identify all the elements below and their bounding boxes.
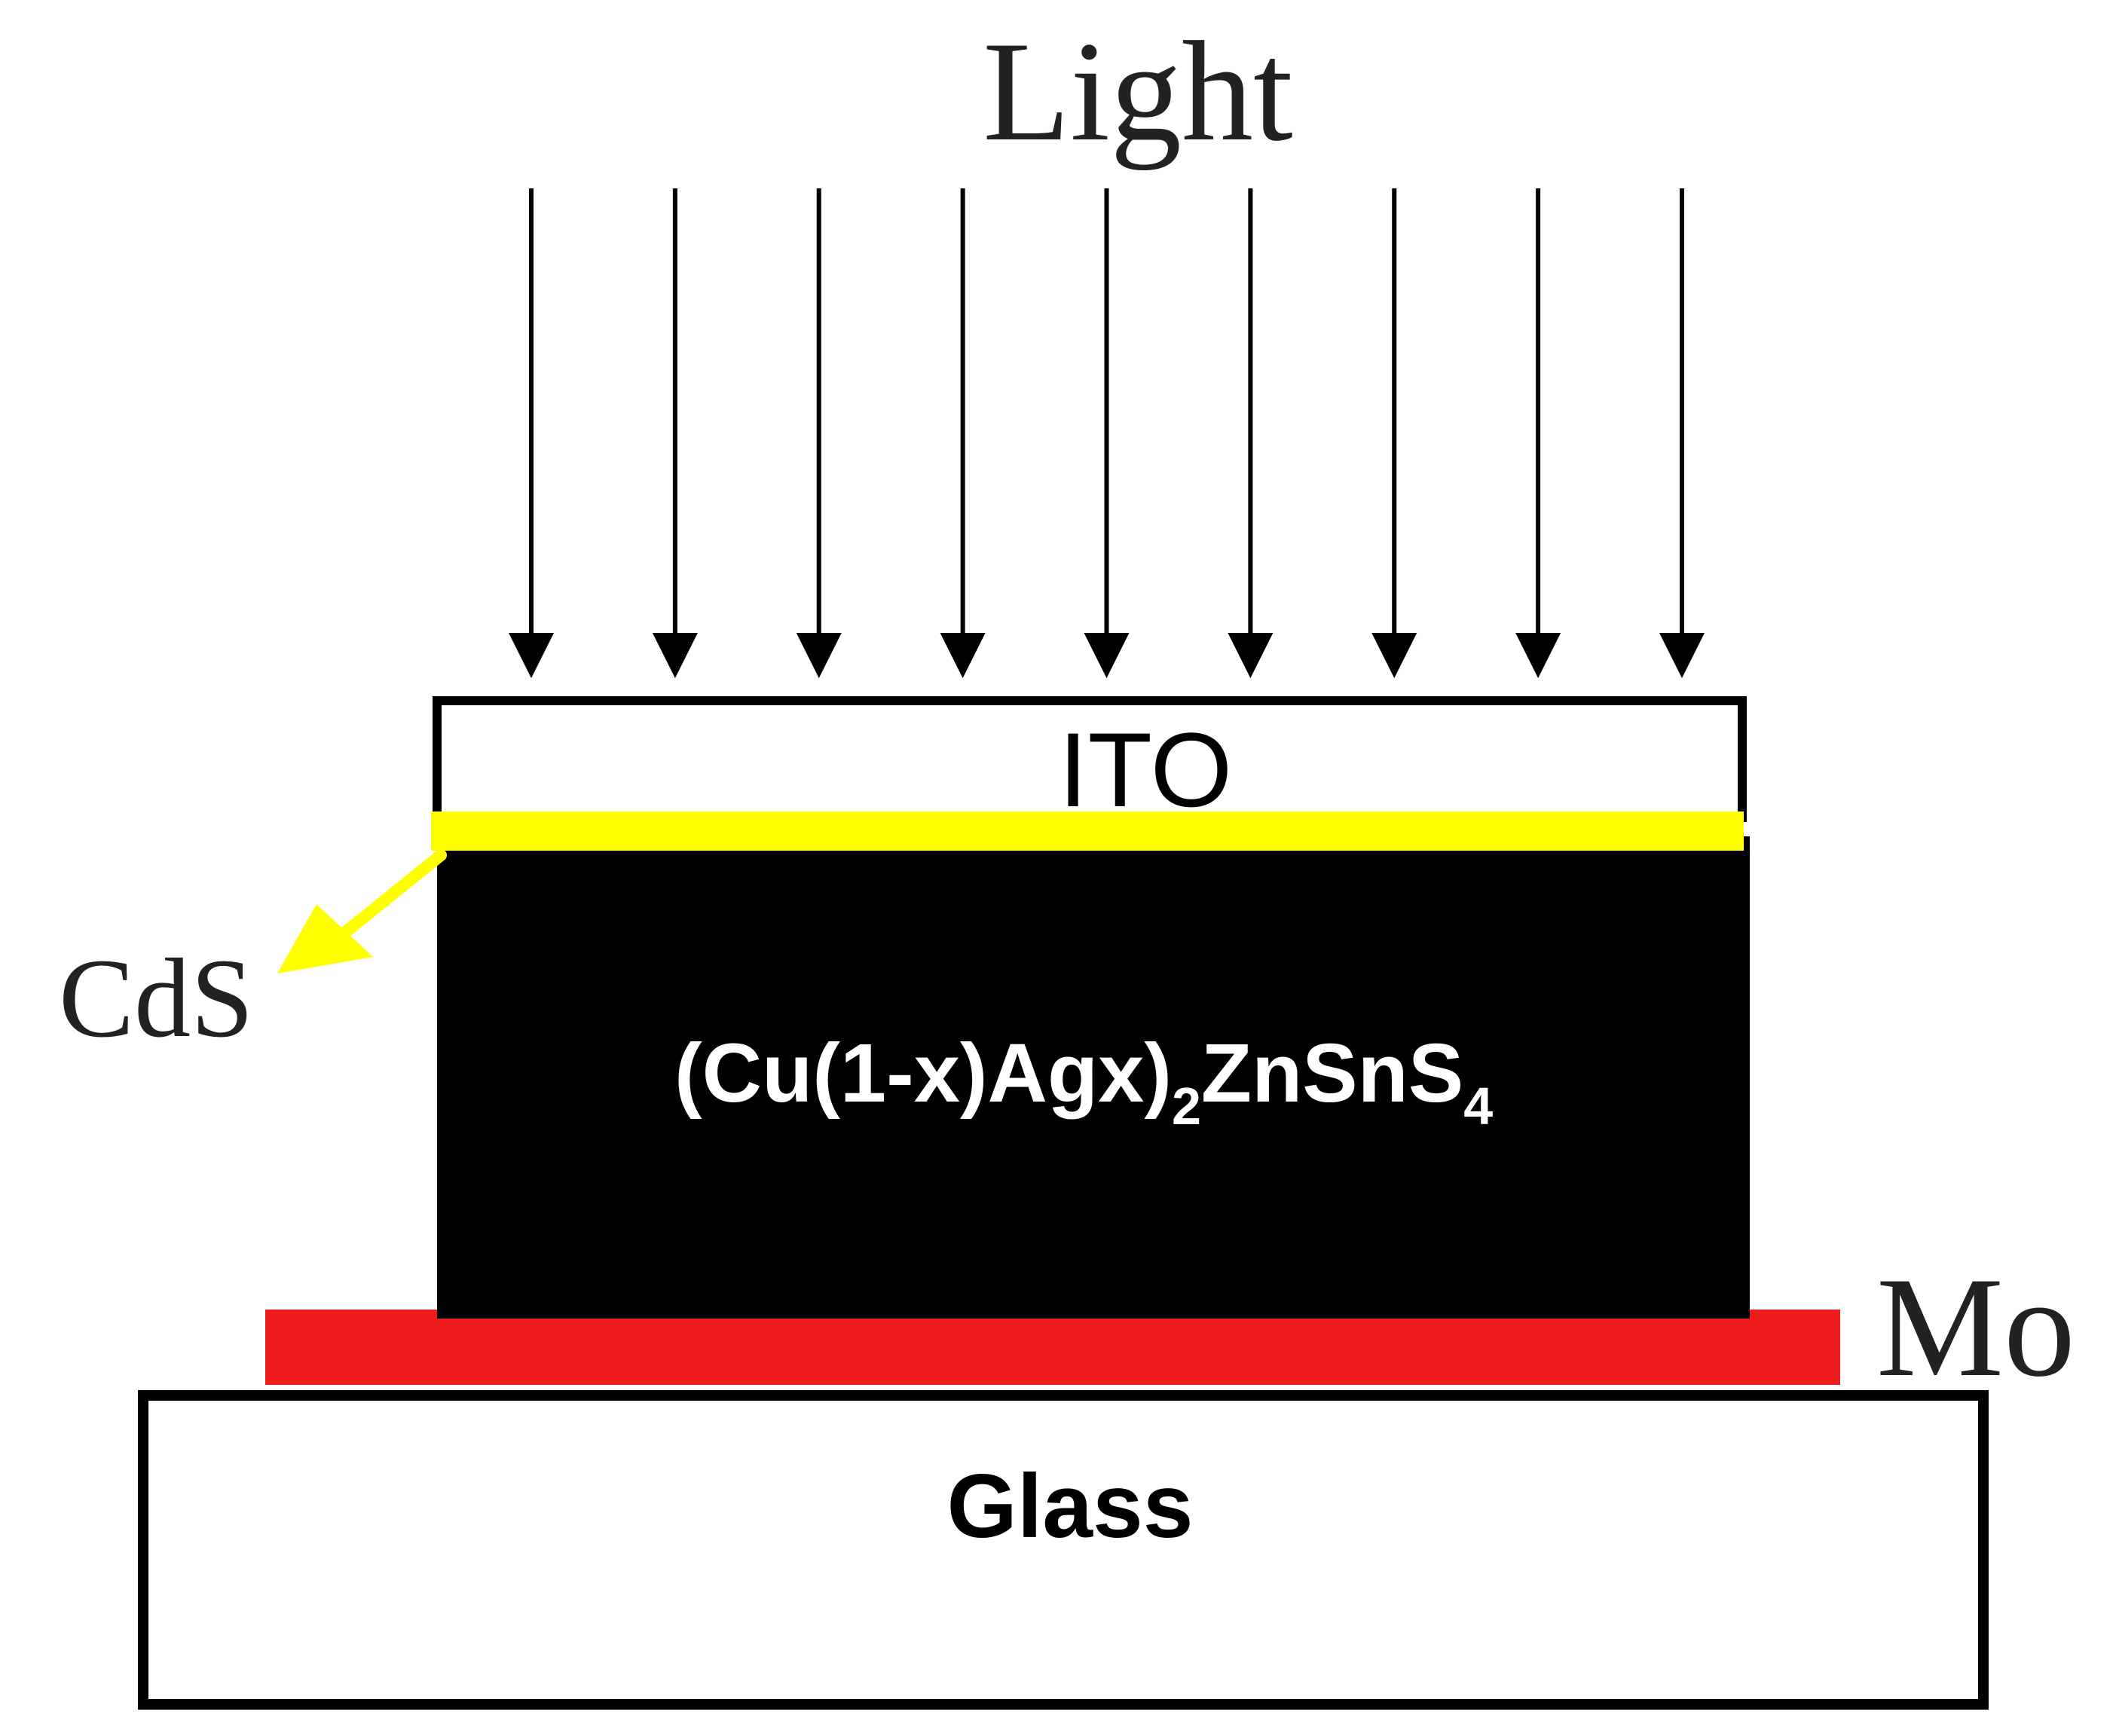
ito-label: ITO: [1059, 711, 1233, 829]
light-arrow-head: [940, 633, 986, 678]
cds-label: CdS: [59, 936, 253, 1061]
cds-pointer-line: [337, 849, 447, 940]
light-arrow-head: [1371, 633, 1417, 678]
glass-label: Glass: [947, 1456, 1194, 1557]
light-arrow-head: [652, 633, 698, 678]
absorber-sub2: 4: [1463, 1077, 1493, 1135]
light-arrows: [509, 188, 1705, 678]
absorber-formula: (Cu(1-x)Agx)2ZnSnS4: [674, 1027, 1493, 1135]
light-arrow-head: [1084, 633, 1130, 678]
cds-pointer-head: [277, 904, 373, 973]
light-arrow-head: [509, 633, 554, 678]
light-arrow-head: [796, 633, 842, 678]
absorber-layer: [437, 836, 1750, 1319]
absorber-sub1: 2: [1172, 1077, 1201, 1135]
mo-label: Mo: [1876, 1249, 2075, 1407]
light-label: Light: [983, 13, 1293, 171]
absorber-prefix: (Cu(1-x)Agx): [674, 1027, 1172, 1120]
light-arrow-head: [1659, 633, 1705, 678]
light-arrow-head: [1228, 633, 1274, 678]
absorber-middle: ZnSnS: [1201, 1027, 1463, 1120]
light-arrow-head: [1515, 633, 1561, 678]
cds-layer: [431, 811, 1744, 851]
glass-layer: [138, 1390, 1989, 1710]
mo-layer: [265, 1310, 1840, 1385]
